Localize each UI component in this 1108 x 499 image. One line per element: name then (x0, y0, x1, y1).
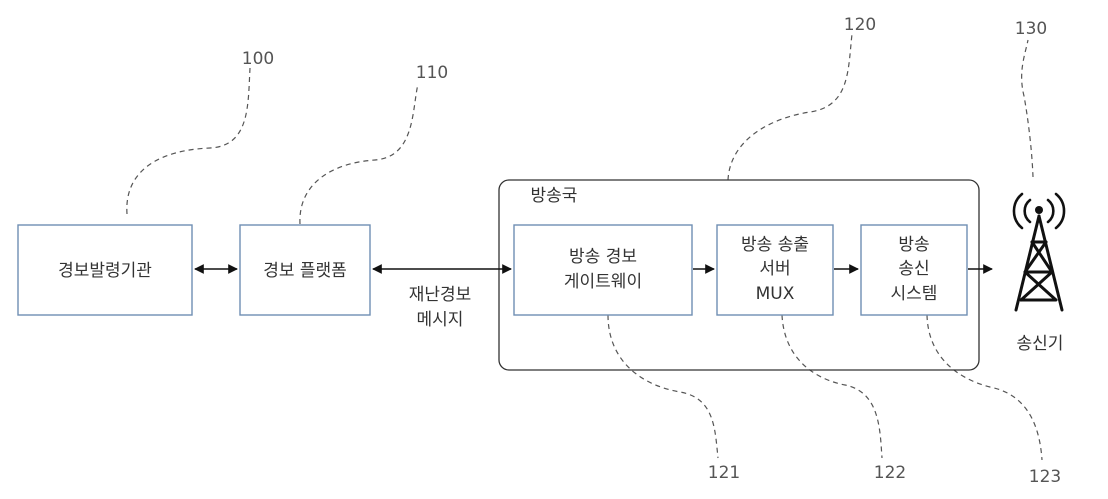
broadcast-transmit-system-box[interactable]: 방송 송신 시스템 (860, 224, 968, 316)
broadcast-server-mux-box[interactable]: 방송 송출 서버 MUX (716, 224, 834, 316)
ref-121: 121 (708, 463, 740, 483)
server-label-line3: MUX (756, 284, 795, 304)
leader-line-123 (926, 314, 1043, 461)
transmitter-label: 송신기 (1017, 334, 1064, 354)
disaster-alert-message-label-line2: 메시지 (417, 310, 464, 330)
leader-line-122 (781, 314, 883, 459)
broadcast-alert-gateway-box[interactable]: 방송 경보 게이트웨이 (513, 224, 693, 316)
ref-123: 123 (1029, 467, 1061, 487)
alert-issuer-box[interactable]: 경보발령기관 (17, 224, 193, 316)
ref-110: 110 (416, 63, 448, 83)
leader-line-110 (299, 83, 419, 225)
ref-100: 100 (242, 49, 274, 69)
leader-line-100 (126, 67, 251, 215)
alert-platform-box[interactable]: 경보 플랫폼 (239, 224, 371, 316)
transmit-system-label-line2: 송신 (898, 259, 929, 279)
leader-line-120 (727, 33, 853, 181)
leader-line-121 (607, 314, 719, 459)
ref-130: 130 (1015, 19, 1047, 39)
radio-tower-icon (1012, 192, 1066, 312)
leader-line-130 (1021, 39, 1034, 178)
gateway-label-line1: 방송 경보 (569, 247, 637, 267)
transmit-system-label-line1: 방송 (898, 235, 929, 255)
broadcast-station-label: 방송국 (531, 186, 578, 206)
ref-120: 120 (844, 15, 876, 35)
transmit-system-label-line3: 시스템 (891, 284, 938, 304)
ref-122: 122 (874, 463, 906, 483)
gateway-label-line2: 게이트웨이 (564, 272, 642, 292)
alert-issuer-label: 경보발령기관 (58, 261, 152, 281)
server-label-line2: 서버 (759, 259, 790, 279)
server-label-line1: 방송 송출 (741, 235, 809, 255)
broadcast-station-container (498, 179, 980, 371)
alert-platform-label: 경보 플랫폼 (263, 261, 347, 281)
disaster-alert-message-label-line1: 재난경보 (409, 285, 472, 305)
